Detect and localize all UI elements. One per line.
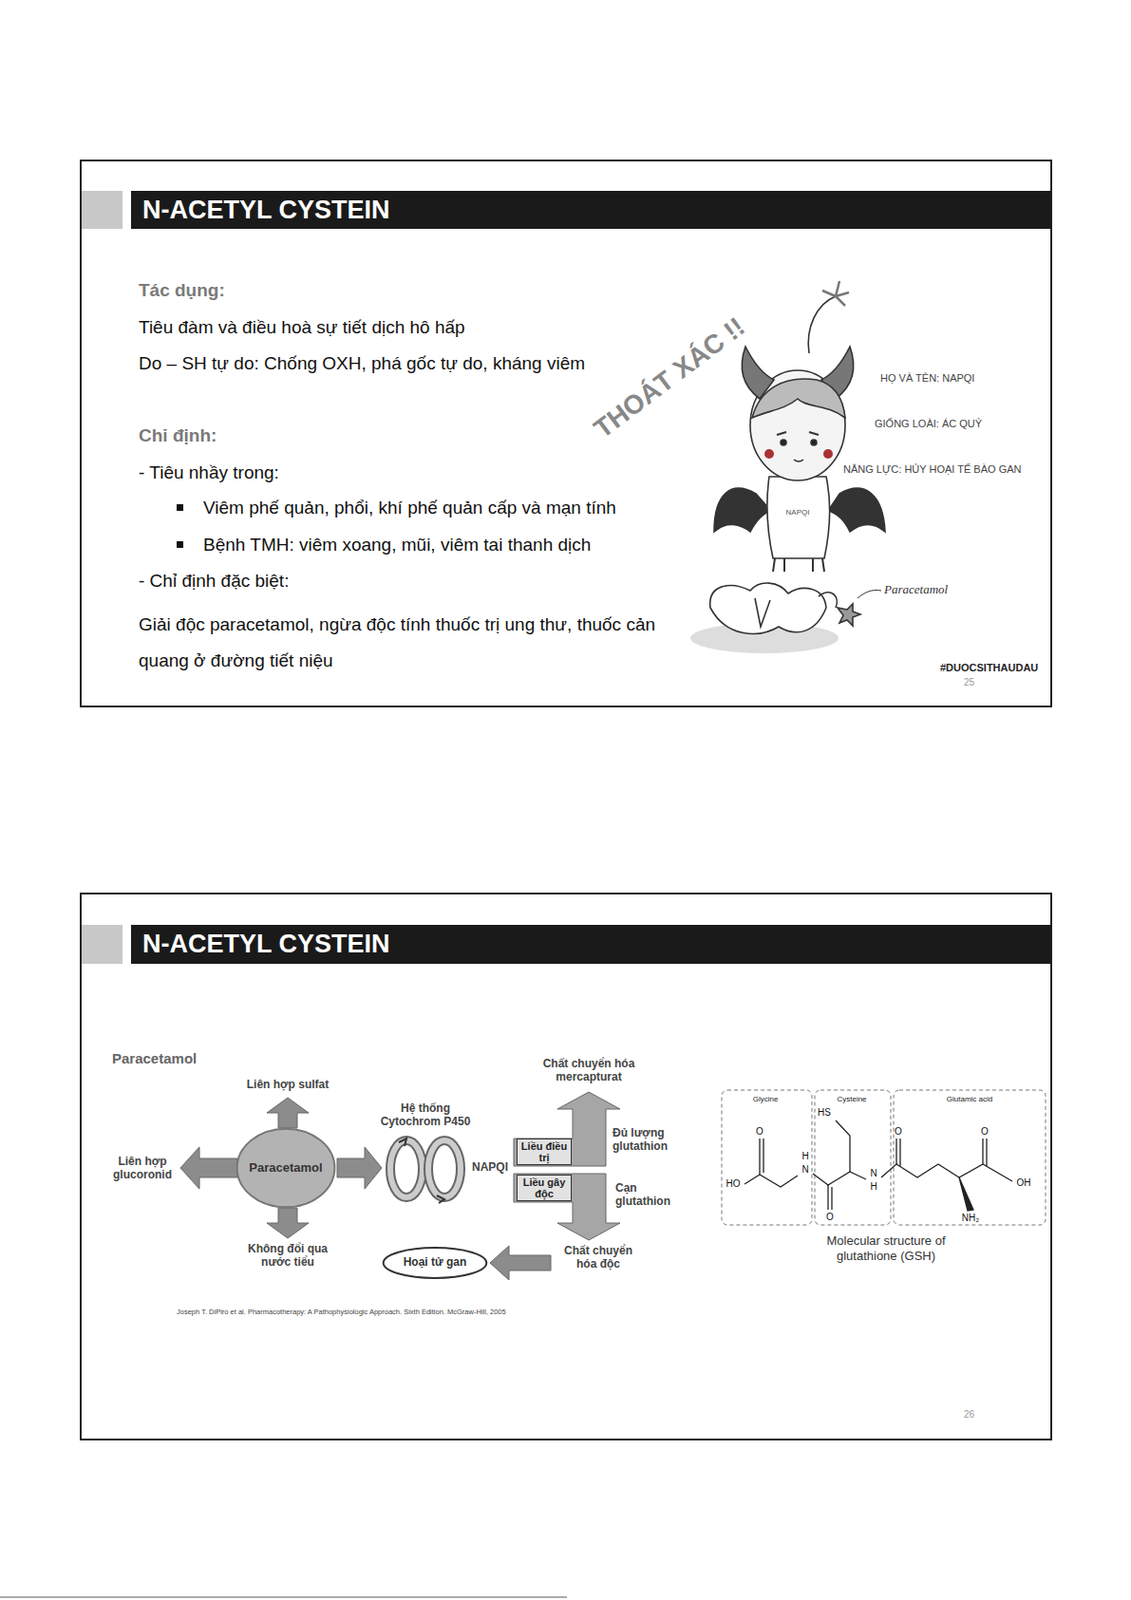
bullet — [176, 504, 184, 511]
header-square — [81, 924, 123, 964]
label-text: Liên hợp sulfat — [230, 1077, 345, 1092]
label-text: N — [793, 1164, 817, 1176]
label-text: Hệ thống Cytochrom P450 — [373, 1101, 478, 1130]
label-text: H — [862, 1181, 886, 1193]
label-text: NAPQI — [786, 508, 811, 518]
process-box: Liều gây độc — [516, 1174, 572, 1202]
ellipse-node: Paracetamol — [235, 1126, 337, 1210]
label-text: O — [973, 1126, 997, 1138]
ellipse-node: Hoại tử gan — [381, 1246, 489, 1280]
node-text: Liều điều trị — [520, 1140, 568, 1164]
label-text: Chất chuyển hóa mercapturat — [517, 1056, 660, 1085]
label-text: Cysteine — [818, 1094, 886, 1105]
label-text: Đủ lượng glutathion — [612, 1126, 691, 1154]
label-text: Paracetamol — [112, 1050, 197, 1068]
bullet — [176, 541, 184, 548]
label-text: O — [748, 1126, 772, 1138]
residue-boxes — [721, 1090, 1046, 1226]
header-bar — [131, 190, 1052, 229]
glutathione-bonds — [744, 1120, 1013, 1211]
label-text: Không đổi qua nước tiểu — [235, 1242, 340, 1270]
label-text: GIỐNG LOÀI: ÁC QUỶ — [874, 417, 982, 431]
label-text: HỌ VÀ TÊN: NAPQI — [880, 372, 975, 385]
label-text: N — [862, 1168, 886, 1180]
label-text: Molecular structure of glutathione (GSH) — [810, 1233, 962, 1263]
slide-title: N-ACETYL CYSTEIN — [142, 193, 391, 227]
node-text: Hoại tử gan — [403, 1256, 468, 1269]
header-square — [81, 190, 123, 229]
body-text: Giải độc paracetamol, ngừa độc tính thuố… — [138, 606, 695, 679]
label-text: Chất chuyển hóa độc — [562, 1244, 635, 1272]
slide-frame — [80, 893, 1052, 1440]
flow-arrows — [180, 1092, 621, 1281]
footnote-rule — [0, 1597, 567, 1599]
label-text: HO — [721, 1178, 745, 1190]
node-text: Liều gây độc — [520, 1176, 568, 1200]
body-text: Tác dụng: — [138, 280, 226, 302]
header-bar — [131, 924, 1052, 964]
label-text: Cạn glutathion — [615, 1181, 694, 1209]
body-text: - Tiêu nhầy trong: — [138, 462, 280, 485]
label-text: O — [886, 1126, 910, 1138]
label-text: OH — [1012, 1177, 1036, 1189]
label-text: Paracetamol — [884, 582, 948, 598]
body-text: Chỉ định: — [138, 425, 217, 448]
label-text: Liên hợp glucoronid — [107, 1154, 179, 1183]
label-text: HS — [812, 1107, 836, 1119]
slide-frame — [80, 160, 1052, 707]
slide-title: N-ACETYL CYSTEIN — [142, 927, 391, 961]
cytochrome-rings — [390, 1138, 461, 1204]
label-text: 26 — [963, 1409, 975, 1421]
label-text: Joseph T. DiPiro et al. Pharmacotherapy:… — [176, 1307, 507, 1317]
label-text: NH₂ — [956, 1212, 985, 1225]
body-text: Bệnh TMH: viêm xoang, mũi, viêm tai than… — [203, 534, 591, 557]
label-text: Glycine — [727, 1094, 804, 1105]
node-text: Paracetamol — [248, 1161, 322, 1175]
label-text: #DUOCSITHAUDAU — [940, 661, 1038, 675]
label-text: H — [793, 1150, 817, 1163]
body-text: Do – SH tự do: Chống OXH, phá gốc tự do,… — [138, 353, 585, 376]
label-text: Glutamic acid — [926, 1094, 1013, 1105]
body-text: Viêm phế quản, phổi, khí phế quản cấp và… — [203, 497, 617, 520]
label-text: O — [818, 1211, 842, 1224]
process-box: Liều điều trị — [516, 1138, 572, 1166]
label-text: 25 — [963, 677, 975, 689]
label-text: NAPQI — [471, 1160, 509, 1174]
body-text: - Chỉ định đặc biệt: — [138, 570, 289, 593]
label-text: NĂNG LỰC: HỦY HOẠI TẾ BÀO GAN — [843, 463, 1021, 476]
body-text: Tiêu đàm và điều hoà sự tiết dịch hô hấp — [138, 317, 466, 340]
